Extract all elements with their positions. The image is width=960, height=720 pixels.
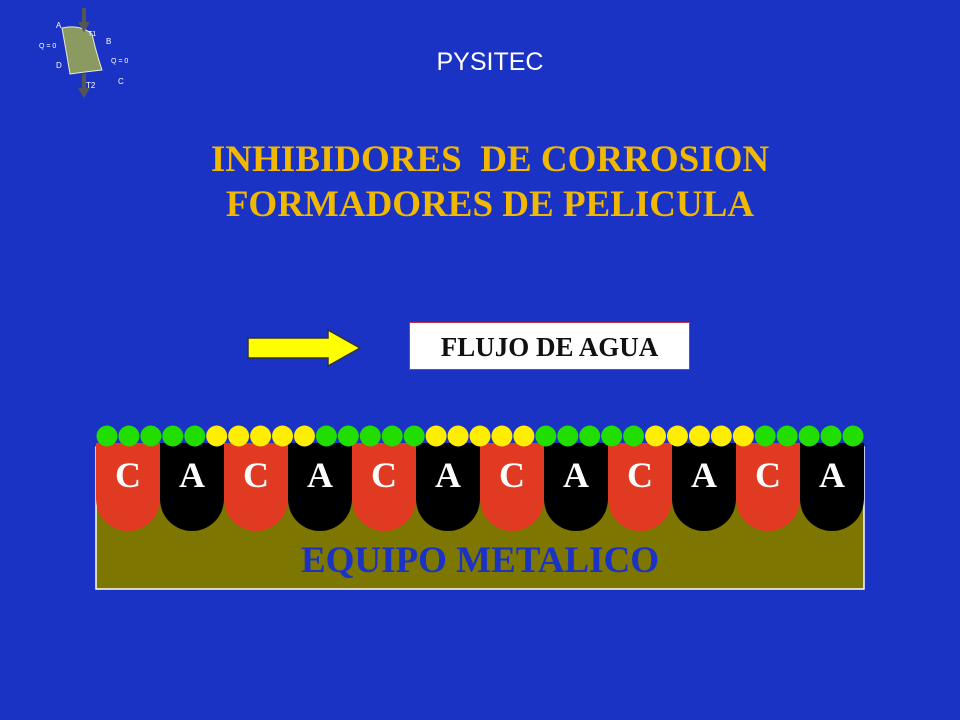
film-molecule [688,425,710,447]
film-molecule [96,425,118,447]
site-label: C [243,455,269,495]
film-molecule [118,425,140,447]
film-molecule [557,425,579,447]
logo-label-t1: T1 [88,31,96,38]
film-molecule [754,425,776,447]
cathode-site: C [224,443,288,531]
film-molecule [315,425,337,447]
film-molecule [184,425,206,447]
site-label: A [307,455,333,495]
anode-site: A [672,443,736,531]
logo-label-a: A [56,21,62,30]
brand-name: PYSITEC [436,48,544,76]
film-molecule [579,425,601,447]
film-molecule [140,425,162,447]
film-molecule [667,425,688,447]
logo-label-q-left: Q = 0 [39,43,56,50]
film-molecule [425,425,447,447]
film-molecule [776,425,798,447]
film-molecule [645,425,667,447]
cathode-site: C [608,443,672,531]
logo-label-c: C [118,77,124,86]
site-label: A [691,455,717,495]
film-molecule [447,425,469,447]
site-label: C [499,455,525,495]
site-label: C [115,455,141,495]
film-molecule [513,425,535,447]
logo-label-d: D [56,61,62,70]
logo-label-q-right: Q = 0 [111,58,128,65]
water-flow-label: FLUJO DE AGUA [409,322,690,370]
film-molecule [710,425,732,447]
film-molecule [798,425,820,447]
film-molecule [403,425,425,447]
film-molecule [293,425,315,447]
film-molecule [732,425,754,447]
anode-site: A [160,443,224,531]
cathode-site: C [352,443,416,531]
film-molecule [359,425,381,447]
film-molecule [820,425,842,447]
film-molecule [469,425,491,447]
film-molecule [623,425,645,447]
anode-site: A [288,443,352,531]
film-molecule [206,425,228,447]
film-molecule [228,425,250,447]
site-label: A [819,455,845,495]
site-label: C [755,455,781,495]
site-label: C [371,455,397,495]
cathode-site: C [96,443,160,531]
slide-title-line-1: INHIBIDORES DE CORROSION [210,139,770,180]
film-molecule [272,425,293,447]
anode-site: A [800,443,864,531]
slide-title: INHIBIDORES DE CORROSION FORMADORES DE P… [0,137,960,227]
site-label: A [179,455,205,495]
slide-title-line-2: FORMADORES DE PELICULA [225,184,755,225]
carnot-cycle-diagram-icon: A B C D T1 T2 Q = 0 Q = 0 [39,8,128,98]
anode-site: A [544,443,608,531]
cathode-site: C [736,443,800,531]
cathode-site: C [480,443,544,531]
film-molecule [381,425,403,447]
film-molecule [250,425,272,447]
film-molecule [162,425,184,447]
film-molecule [535,425,557,447]
carnot-cycle-logo: A B C D T1 T2 Q = 0 Q = 0 [36,8,140,98]
right-arrow-icon [247,328,362,368]
logo-label-t2: T2 [86,81,96,90]
water-flow-arrow [246,328,362,368]
film-molecule [491,425,513,447]
film-molecule [842,425,864,447]
anode-site: A [416,443,480,531]
site-label: A [563,455,589,495]
film-molecule [337,425,359,447]
equipment-label: EQUIPO METALICO [300,540,660,581]
site-label: A [435,455,461,495]
site-label: C [627,455,653,495]
logo-label-b: B [106,37,111,46]
film-molecule [601,425,623,447]
